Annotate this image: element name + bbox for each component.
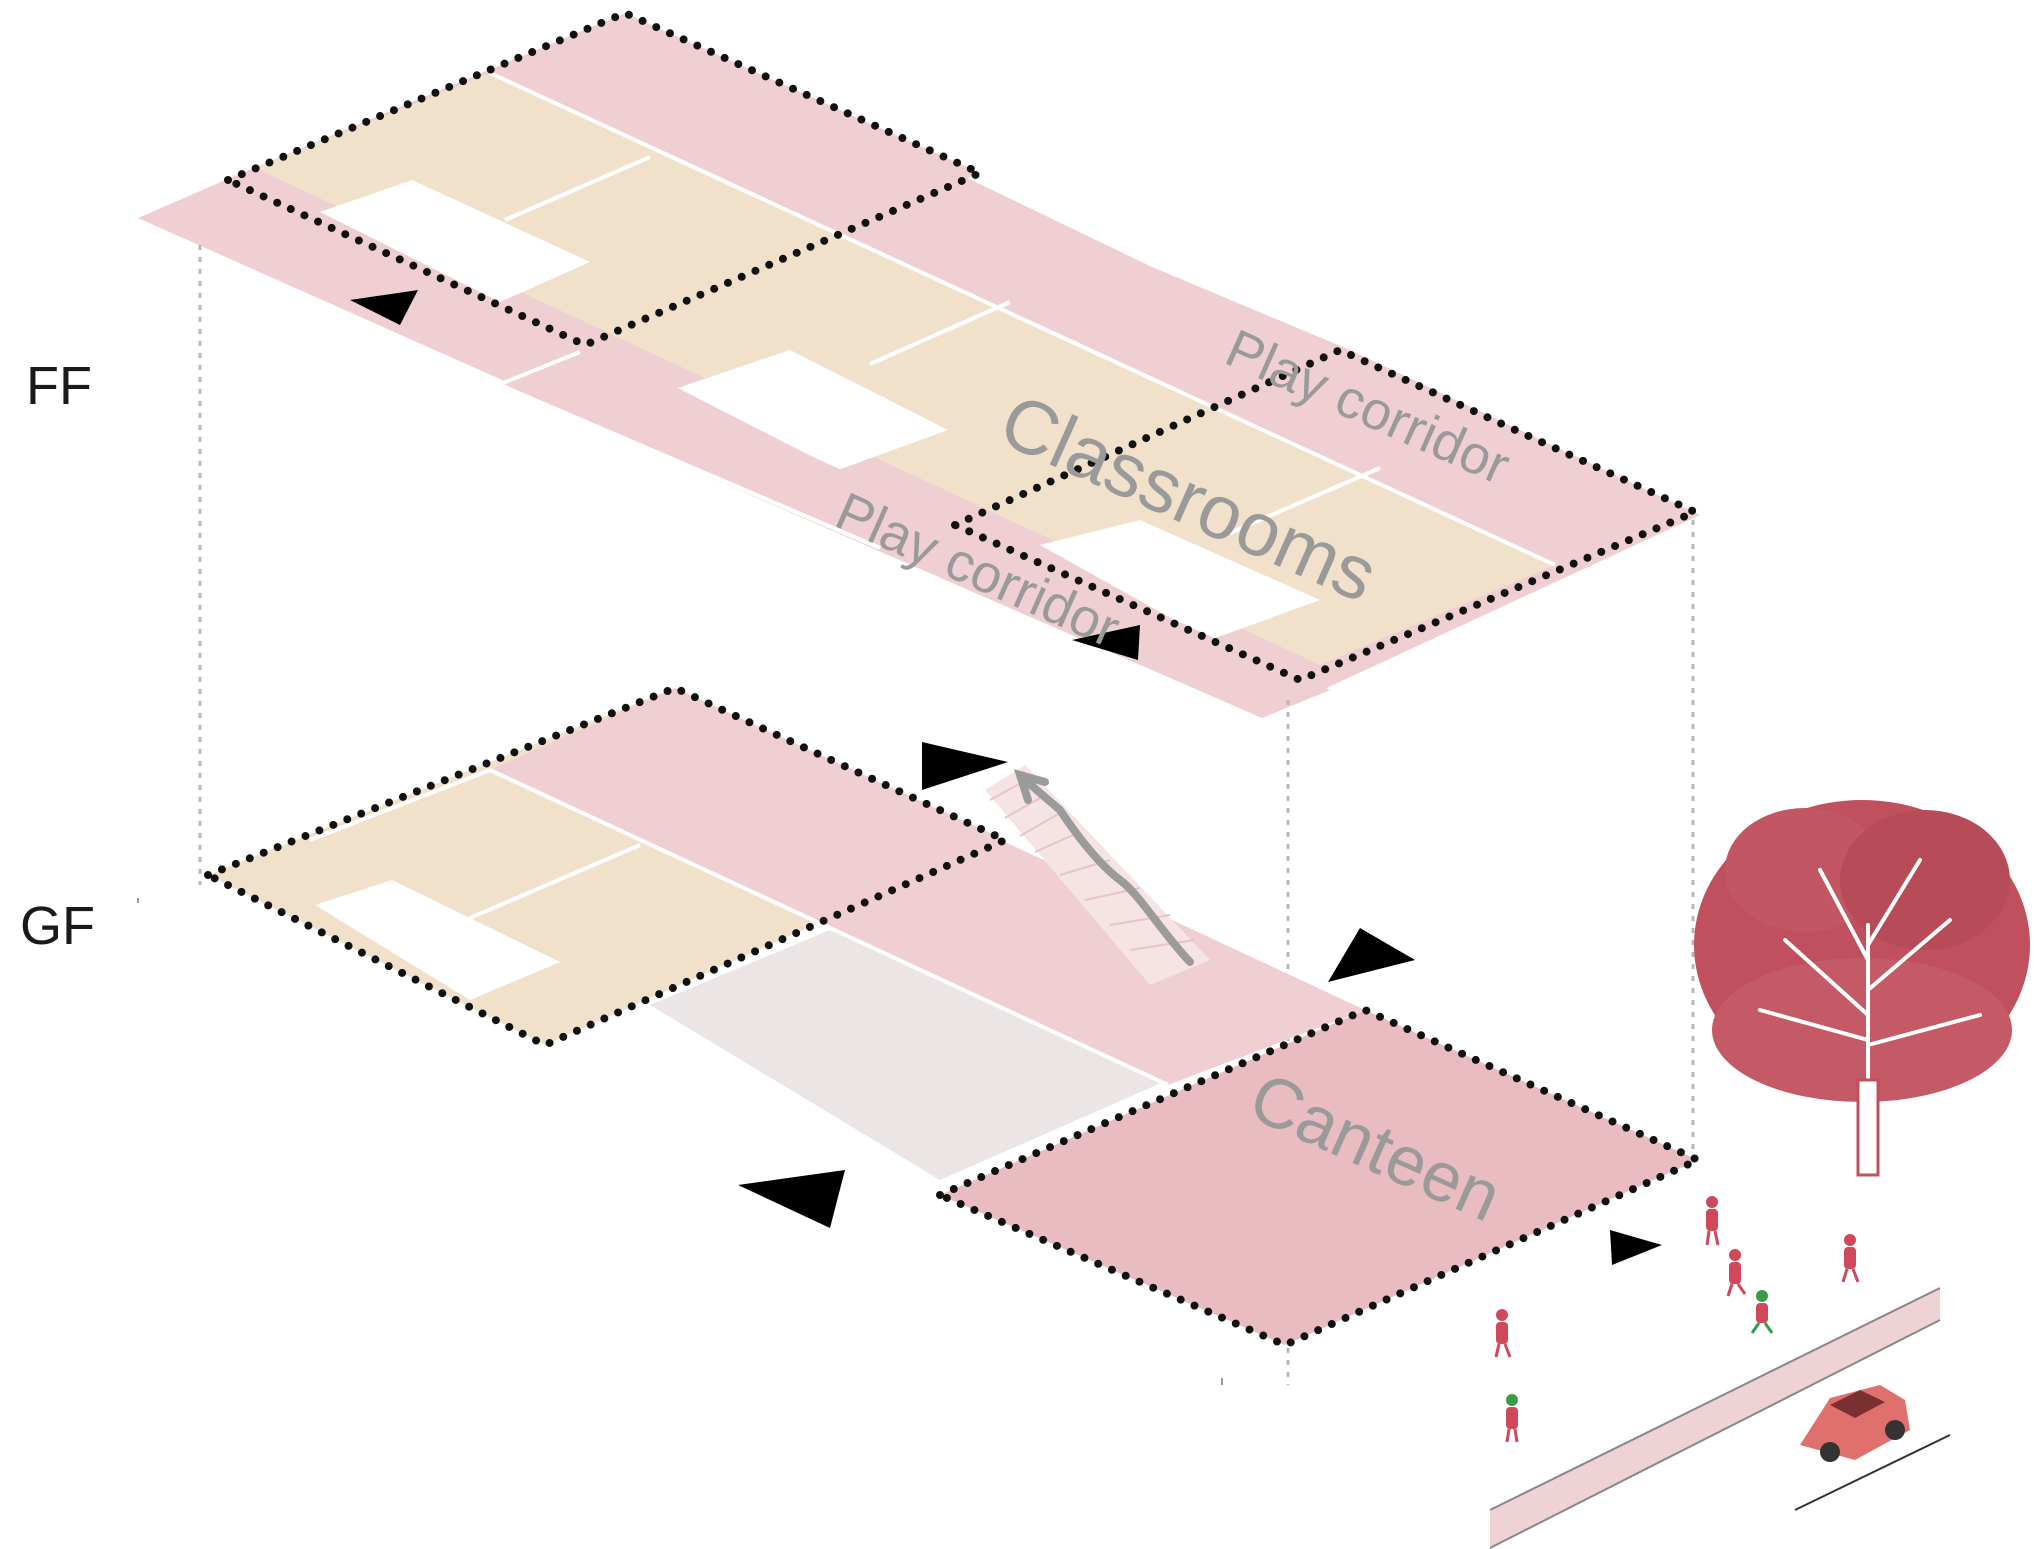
entrance-arrow-icon	[1610, 1230, 1662, 1265]
people	[1494, 1196, 1860, 1443]
stair-arrow-icon	[1021, 776, 1194, 966]
entrance-arrow-icon	[738, 1170, 845, 1228]
person-icon	[1505, 1394, 1519, 1443]
tree-icon	[1694, 800, 2030, 1177]
entrance-arrow-icon	[350, 290, 418, 325]
person-icon	[1705, 1196, 1720, 1246]
floor-label-gf: GF	[20, 896, 95, 956]
entrance-arrow-icon	[1072, 625, 1140, 660]
gf-canteen-outline	[929, 1005, 1708, 1350]
ff-courtyard-void-1	[320, 180, 590, 302]
street	[1489, 1287, 1951, 1549]
gf-canteen	[940, 1010, 1698, 1345]
entrance-arrow-icon	[1328, 928, 1415, 982]
ff-classroom-strip	[255, 73, 1555, 665]
ff-lower-play-corridor	[498, 352, 1330, 718]
person-icon	[1726, 1249, 1747, 1297]
gf-dividers	[309, 768, 1169, 1087]
gf-covered-area	[650, 930, 1168, 1180]
ff-east-outline	[945, 345, 1705, 685]
car-icon	[1800, 1385, 1910, 1462]
gf-west-wing-pink	[490, 688, 1005, 925]
floor-label-ff: FF	[26, 356, 92, 416]
person-icon	[1841, 1234, 1860, 1283]
person-icon	[1750, 1290, 1774, 1334]
ground-floor: Canteen	[198, 683, 1708, 1350]
ff-dividers	[489, 71, 1556, 567]
ff-courtyard-void-3	[1040, 520, 1320, 640]
staircase	[985, 765, 1210, 985]
first-floor: Classrooms Play corridor Play corridor	[138, 8, 1705, 718]
gf-west-outline	[198, 683, 1015, 1050]
entrance-arrow-icon	[922, 742, 1008, 790]
ff-courtyard-void-2	[678, 350, 948, 470]
person-icon	[1494, 1309, 1512, 1358]
ff-west-outline	[218, 8, 990, 350]
gf-courtyard-void	[315, 880, 560, 1000]
